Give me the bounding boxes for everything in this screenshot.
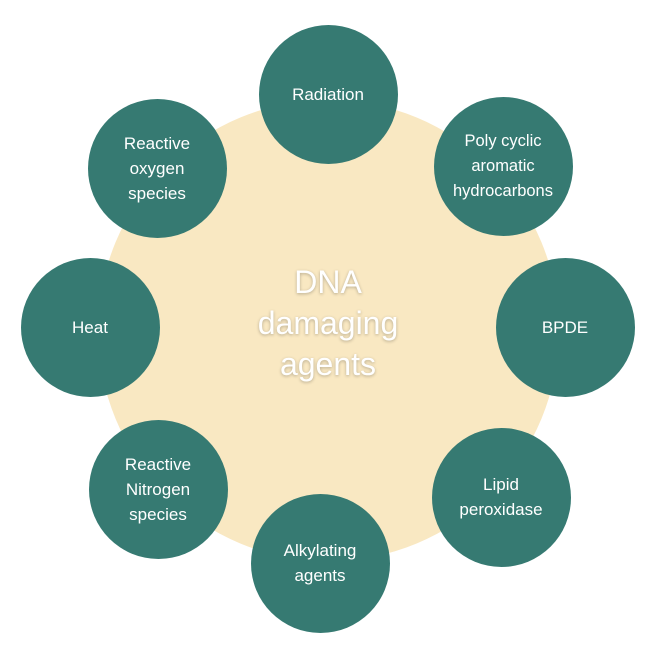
node-label-line: agents (294, 566, 346, 585)
node-label: Poly cyclic aromatic hydrocarbons (453, 129, 553, 204)
node-label: Reactive oxygen species (124, 131, 190, 206)
center-title: DNA damaging agents (178, 262, 478, 385)
node-label: Radiation (292, 82, 364, 107)
node-label-line: species (129, 504, 187, 524)
node-bpde: BPDE (495, 257, 635, 397)
node-label-line: oxygen (129, 158, 185, 178)
node-heat: Heat (20, 257, 160, 397)
node-radiation: Radiation (258, 24, 398, 164)
node-lipid-peroxidase: Lipid peroxidase (431, 427, 571, 567)
node-label-line: Poly cyclic (464, 131, 542, 150)
node-label: Alkylating agents (284, 538, 357, 588)
node-label: Heat (72, 315, 108, 340)
node-label-line: Heat (72, 317, 108, 337)
node-label: Reactive Nitrogen species (125, 452, 191, 527)
node-label-line: Nitrogen (125, 479, 191, 499)
center-title-line: damaging (257, 305, 399, 341)
node-label-line: peroxidase (459, 500, 543, 519)
center-title-line: DNA (294, 264, 362, 300)
node-label-line: Lipid (483, 475, 519, 494)
node-label-line: Alkylating (283, 541, 357, 560)
node-label: Lipid peroxidase (459, 472, 542, 522)
node-alkylating-agents: Alkylating agents (250, 493, 390, 633)
node-label-line: hydrocarbons (453, 181, 553, 200)
node-polycyclic-aromatic-hydrocarbons: Poly cyclic aromatic hydrocarbons (433, 96, 573, 236)
node-reactive-nitrogen-species: Reactive Nitrogen species (88, 419, 228, 559)
node-reactive-oxygen-species: Reactive oxygen species (87, 98, 227, 238)
node-label-line: Reactive (124, 454, 192, 474)
node-label-line: BPDE (541, 317, 589, 337)
node-label-line: Reactive (123, 133, 191, 153)
center-title-line: agents (279, 346, 377, 382)
node-label-line: species (128, 183, 186, 203)
node-label-line: aromatic (471, 156, 535, 175)
node-label: BPDE (542, 315, 588, 340)
node-label-line: Radiation (292, 84, 364, 104)
